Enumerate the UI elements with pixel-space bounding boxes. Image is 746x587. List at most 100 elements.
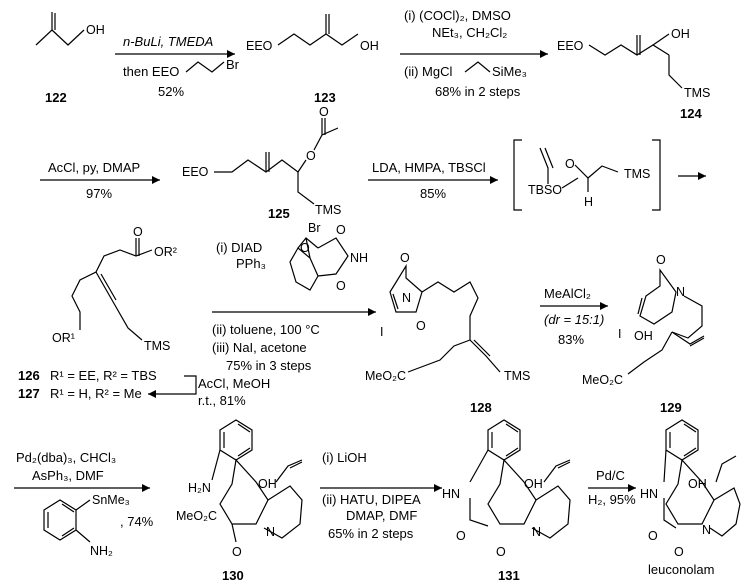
atom-tms-int: TMS xyxy=(624,167,650,181)
cond-s3: AcCl, py, DMAP xyxy=(48,160,140,175)
atom-meo2c-130: MeO₂C xyxy=(176,509,217,523)
atom-tms-126: TMS xyxy=(144,339,170,353)
structure-125: EEO O O TMS xyxy=(182,105,341,217)
atom-oh-123: OH xyxy=(360,39,379,53)
atom-i-128: I xyxy=(380,325,383,339)
atom-o-125: O xyxy=(306,149,316,163)
label-123: 123 xyxy=(314,90,336,105)
structure-130: H₂N OH N MeO₂C O xyxy=(176,419,303,559)
atom-o-reagent: O xyxy=(300,241,310,255)
cond-s8-a: Pd₂(dba)₃, CHCl₃ xyxy=(16,450,116,465)
atom-oh-124: OH xyxy=(671,27,690,41)
atom-o-126: O xyxy=(133,225,143,239)
arrowhead-step2 xyxy=(540,50,548,58)
arrowhead-step6 xyxy=(368,308,376,316)
cond-s5-ii: (ii) toluene, 100 °C xyxy=(212,322,320,337)
cond-s5-i: (i) DIAD xyxy=(216,240,262,255)
atom-n-130: N xyxy=(266,525,275,539)
arrowhead-step7 xyxy=(148,390,156,398)
cond-s9-ii: (ii) HATU, DIPEA xyxy=(322,492,421,507)
atom-n-leu: N xyxy=(702,523,711,537)
atom-meo2c-128: MeO₂C xyxy=(365,369,406,383)
label-125: 125 xyxy=(268,206,290,221)
atom-n-128: N xyxy=(402,291,411,305)
arrowhead-step5 xyxy=(698,172,706,180)
atom-tms-125: TMS xyxy=(315,203,341,217)
atom-h-int: H xyxy=(584,195,593,209)
cond-s8-b: AsPh₃, DMF xyxy=(32,468,104,483)
cond-s1-c: Br xyxy=(226,57,240,72)
structure-126-127: OR² O TMS OR¹ xyxy=(52,225,177,353)
atom-nh-reagent: NH xyxy=(350,251,368,265)
cond-s7-b: r.t., 81% xyxy=(198,393,246,408)
cond-s6: MeAlCl₂ xyxy=(544,286,591,301)
atom-o-129: O xyxy=(656,253,666,267)
bracket-left xyxy=(513,139,522,211)
atom-oh: OH xyxy=(86,23,105,37)
atom-oh-130: OH xyxy=(258,477,277,491)
bond-s2-chain xyxy=(464,61,491,73)
atom-hn-131: HN xyxy=(442,487,460,501)
cond-s10-b: H₂, 95% xyxy=(588,492,636,507)
atom-o2-reagent: O xyxy=(336,223,346,237)
cond-s5-iii: (iii) NaI, acetone xyxy=(212,340,307,355)
atom-n-129: N xyxy=(676,285,685,299)
label-126: 126 xyxy=(18,368,40,383)
bracket-right xyxy=(652,139,661,211)
arrowhead-step4 xyxy=(490,176,498,184)
cond-s1-b: then EEO xyxy=(123,64,179,79)
structure-124: EEO OH TMS xyxy=(557,27,710,100)
cond-s9-ii2: DMAP, DMF xyxy=(346,508,417,523)
cond-s8-yield: , 74% xyxy=(120,514,154,529)
cond-s6-yield: 83% xyxy=(558,332,584,347)
atom-oh-131: OH xyxy=(524,477,543,491)
cond-s2-i2: NEt₃, CH₂Cl₂ xyxy=(432,25,507,40)
arrowhead-step1 xyxy=(227,50,235,58)
cond-s2-yield: 68% in 2 steps xyxy=(435,84,521,99)
atom-hn-leu: HN xyxy=(640,487,658,501)
label-130: 130 xyxy=(222,568,244,583)
label-leuconolam: leuconolam xyxy=(648,562,715,577)
cond-s4-yield: 85% xyxy=(420,186,446,201)
label-127: 127 xyxy=(18,386,40,401)
atom-oh-leu: OH xyxy=(688,477,707,491)
structure-reagent-imide: O Br NH O O xyxy=(289,221,368,293)
label-131: 131 xyxy=(498,568,520,583)
cond-s6-dr: (dr = 15:1) xyxy=(544,312,604,327)
r-126: R¹ = EE, R² = TBS xyxy=(50,368,157,383)
cond-s5-yield: 75% in 3 steps xyxy=(226,358,312,373)
structure-123: EEO OH xyxy=(246,14,379,53)
atom-h2n-130: H₂N xyxy=(188,481,211,495)
cond-s7: AcCl, MeOH xyxy=(198,376,270,391)
cond-s3-yield: 97% xyxy=(86,186,112,201)
cond-s10-a: Pd/C xyxy=(596,468,625,483)
atom-o3-reagent: O xyxy=(336,279,346,293)
arrowhead-step9 xyxy=(142,484,150,492)
atom-o-leu-b: O xyxy=(674,545,684,559)
atom-snme3: SnMe₃ xyxy=(92,493,130,507)
atom-tms-124: TMS xyxy=(684,86,710,100)
atom-i-129: I xyxy=(618,327,621,341)
arrowhead-step8 xyxy=(600,302,608,310)
structure-silyl-ketene-acetal: O TMS TBSO H xyxy=(528,147,650,209)
structure-129: O N I OH MeO₂C xyxy=(582,253,705,387)
cond-s2-i: (i) (COCl)₂, DMSO xyxy=(404,8,511,23)
label-122: 122 xyxy=(45,90,67,105)
arrowhead-step3 xyxy=(152,176,160,184)
cond-s5-i2: PPh₃ xyxy=(236,256,266,271)
atom-or2: OR² xyxy=(154,245,177,259)
atom-tbso-int: TBSO xyxy=(528,183,562,197)
arrow-step7 xyxy=(148,375,197,395)
cond-s1-yield: 52% xyxy=(158,84,184,99)
cond-s9-yield: 65% in 2 steps xyxy=(328,526,414,541)
arrowhead-step10 xyxy=(434,484,442,492)
atom-o-131a: O xyxy=(456,529,466,543)
atom-meo2c-129: MeO₂C xyxy=(582,373,623,387)
bond-s1-chain xyxy=(185,61,225,73)
arrowhead-step11 xyxy=(628,484,636,492)
atom-oh-129: OH xyxy=(634,329,653,343)
structure-stannane-reagent: SnMe₃ NH₂ xyxy=(43,493,130,558)
atom-eeo-124: EEO xyxy=(557,39,584,53)
